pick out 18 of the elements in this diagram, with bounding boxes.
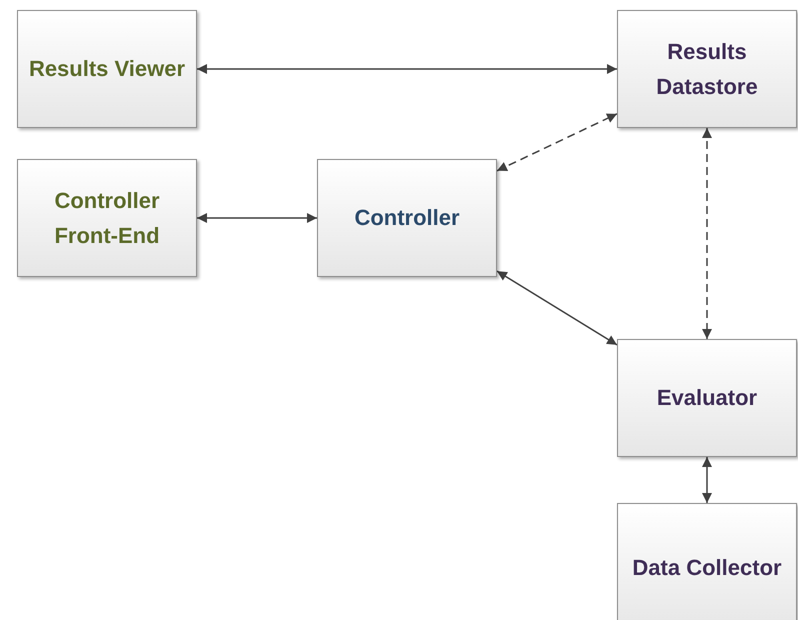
process-box [617,10,797,128]
process-box [17,159,197,277]
box-label: Evaluator [656,384,758,412]
box-label: Results Datastore [655,38,759,101]
box-label: Controller Front-End [53,186,161,250]
arrow [702,457,712,503]
arrow [197,64,617,74]
arrow [496,270,618,346]
box-label: Data Collector [631,554,783,582]
process-box [617,339,797,457]
box-label: Results Viewer [28,55,186,84]
process-box [617,503,797,620]
arrow [197,213,317,223]
arrow [496,113,618,172]
process-box [17,10,197,128]
process-box [317,159,497,277]
box-label: Controller [353,204,461,232]
arrow [702,128,712,339]
